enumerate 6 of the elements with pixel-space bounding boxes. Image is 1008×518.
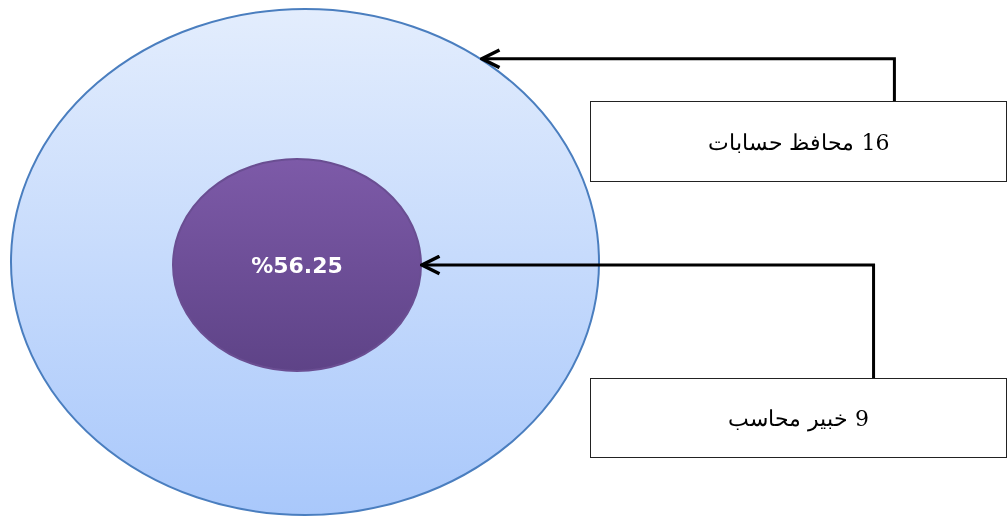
box-label: 9 خبير محاسب xyxy=(728,405,869,431)
percentage-label: %56.25 xyxy=(251,252,343,278)
box-label: 16 محافظ حسابات xyxy=(707,129,890,154)
text-box xyxy=(590,378,1007,458)
arrow xyxy=(480,48,896,101)
text-box xyxy=(590,101,1007,182)
